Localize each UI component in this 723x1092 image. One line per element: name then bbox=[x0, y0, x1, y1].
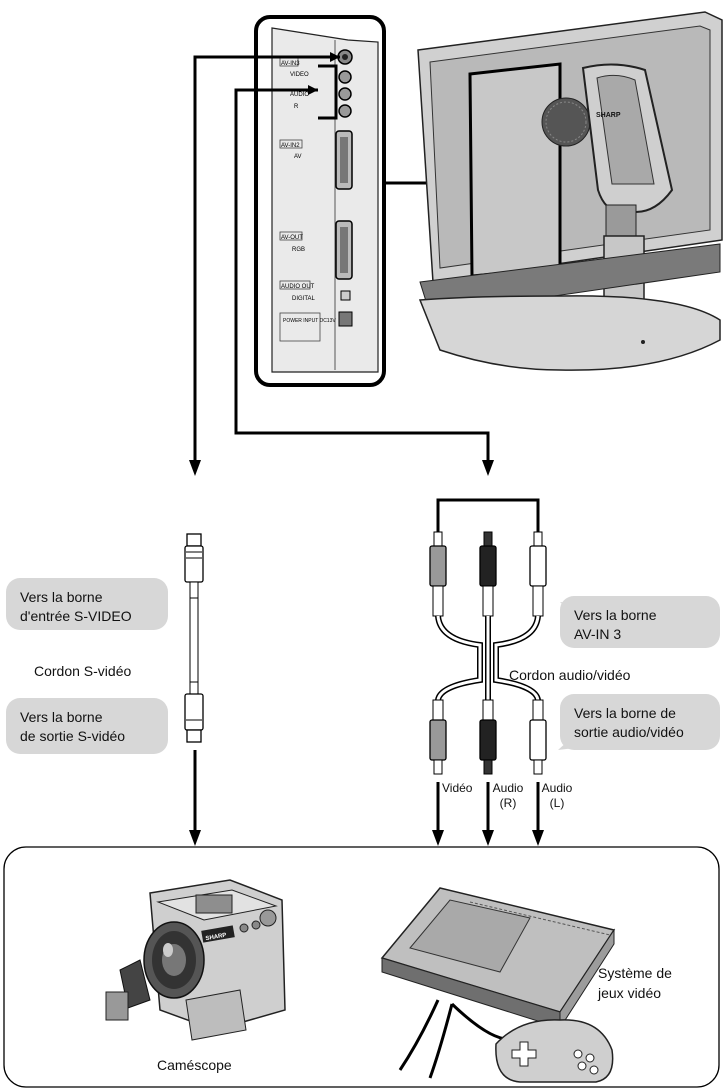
plug-label-audio-r-line2: (R) bbox=[499, 796, 517, 810]
label-power-input: POWER INPUT DC13V bbox=[283, 318, 336, 324]
plug-label-video: Vidéo bbox=[442, 781, 473, 795]
connector-panel-zoom: AV-IN3 VIDEO AUDIO R AV-IN2 AV AV-OUT RG… bbox=[254, 15, 386, 387]
arrow-head-av-down bbox=[482, 460, 494, 476]
plug-label-audio-r: Audio (R) bbox=[491, 781, 525, 811]
label-video: VIDEO bbox=[290, 72, 309, 78]
arrow-head-camcorder bbox=[189, 830, 201, 846]
label-audio: AUDIO bbox=[290, 92, 309, 98]
bubble-av-in3-line1: Vers la borne bbox=[574, 607, 657, 623]
tv-rear-illustration: SHARP bbox=[417, 11, 723, 371]
game-console-illustration bbox=[380, 887, 616, 1083]
label-rgb: RGB bbox=[292, 247, 305, 253]
console-label-line1: Système de bbox=[598, 965, 672, 981]
bubble-svideo-output-line2: de sortie S-vidéo bbox=[20, 728, 126, 744]
plug-label-audio-l-line2: (L) bbox=[549, 796, 565, 810]
bubble-svideo-output: Vers la borne de sortie S-vidéo bbox=[6, 698, 168, 754]
bubble-svideo-input-line1: Vers la borne bbox=[20, 589, 103, 605]
svideo-cable-label: Cordon S-vidéo bbox=[34, 663, 132, 679]
label-digital: DIGITAL bbox=[292, 296, 316, 302]
camcorder-brand: SHARP bbox=[205, 933, 227, 943]
tv-brand-label: SHARP bbox=[596, 112, 621, 119]
console-label: Système de jeux vidéo bbox=[598, 963, 672, 1003]
arrow-head-svideo-down bbox=[189, 460, 201, 476]
label-av-in3: AV-IN3 bbox=[281, 61, 300, 67]
bubble-svideo-input-line2: d'entrée S-VIDEO bbox=[20, 608, 132, 624]
bubble-av-output-line2: sortie audio/vidéo bbox=[574, 724, 684, 740]
av-cable-label: Cordon audio/vidéo bbox=[509, 667, 631, 683]
label-av-in2: AV-IN2 bbox=[281, 143, 300, 149]
plug-label-audio-r-line1: Audio bbox=[492, 781, 524, 795]
arrow-head-av-jack bbox=[308, 85, 318, 95]
bubble-av-in3: Vers la borne AV-IN 3 bbox=[560, 596, 720, 648]
arrow-head-svideo-jack bbox=[330, 52, 340, 62]
svideo-cable bbox=[184, 533, 204, 743]
console-label-line2: jeux vidéo bbox=[598, 985, 662, 1001]
label-r: R bbox=[294, 104, 299, 110]
bubble-svideo-input: Vers la borne d'entrée S-VIDEO bbox=[6, 578, 168, 630]
label-av-out: AV-OUT bbox=[281, 235, 303, 241]
bubble-av-output-line1: Vers la borne de bbox=[574, 705, 676, 721]
arrow-head-audio-l bbox=[532, 830, 544, 846]
plug-label-audio-l: Audio (L) bbox=[540, 781, 574, 811]
bubble-av-output: Vers la borne de sortie audio/vidéo bbox=[560, 694, 720, 750]
arrow-av-path bbox=[234, 88, 490, 462]
label-audio-out: AUDIO OUT bbox=[281, 284, 315, 290]
label-av: AV bbox=[294, 154, 302, 160]
arrow-head-audio-r bbox=[482, 830, 494, 846]
bubble-av-in3-line2: AV-IN 3 bbox=[574, 626, 622, 642]
arrows-to-console bbox=[436, 782, 540, 830]
camcorder-illustration: SHARP bbox=[105, 879, 286, 1041]
arrow-head-video bbox=[432, 830, 444, 846]
av-cable bbox=[429, 498, 547, 775]
camcorder-label: Caméscope bbox=[157, 1057, 232, 1073]
plug-label-audio-l-line1: Audio bbox=[541, 781, 573, 795]
arrow-svideo-path bbox=[193, 55, 340, 462]
bubble-svideo-output-line1: Vers la borne bbox=[20, 709, 103, 725]
